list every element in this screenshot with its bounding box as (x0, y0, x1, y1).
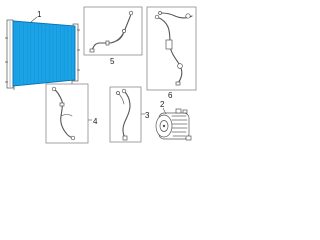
condenser-bottom-pegs (13, 80, 73, 90)
discharge-line-fitting (122, 29, 126, 33)
part-4-frame (45, 83, 89, 144)
suction-line-fitting (158, 11, 162, 15)
discharge-line-fitting (128, 10, 134, 16)
compressor-port (182, 109, 188, 114)
liquid-line-fitting (70, 135, 76, 141)
hose-assembly-pipe (122, 90, 131, 139)
part-5-frame (83, 6, 143, 56)
hose-assembly-fitting (122, 135, 128, 141)
callout-part-4[interactable]: 4 (93, 117, 98, 126)
callout-part-5[interactable]: 5 (110, 57, 115, 66)
liquid-line-pipe (53, 88, 74, 139)
liquid-line-clip (59, 102, 65, 107)
ac-parts-diagram: 1 5 6 4 3 (5, 6, 197, 144)
callout-part-1[interactable]: 1 (37, 10, 42, 19)
suction-line-fitting (154, 14, 160, 20)
callout-part-2[interactable]: 2 (160, 100, 165, 109)
leader-part-2 (162, 107, 167, 115)
discharge-line-clip (105, 40, 110, 46)
liquid-line-fitting (51, 86, 57, 92)
condenser-mount-tab (77, 29, 80, 71)
condenser-fins (15, 22, 72, 85)
hose-assembly-fitting (121, 88, 127, 94)
suction-line-fitting (185, 13, 191, 19)
compressor[interactable] (155, 108, 192, 141)
condenser-mount-tab (5, 37, 8, 83)
part-3-frame (109, 86, 142, 143)
callout-part-3[interactable]: 3 (145, 111, 150, 120)
callout-part-6[interactable]: 6 (168, 91, 173, 100)
compressor-clutch-center (162, 124, 166, 128)
liquid-line-branch (60, 114, 73, 117)
hose-assembly-fitting (116, 91, 120, 95)
condenser-core (12, 20, 76, 87)
compressor-ribs (171, 115, 188, 137)
hose-assembly-pipe (117, 92, 125, 105)
discharge-line[interactable] (89, 10, 134, 53)
suction-line-pipe (156, 16, 183, 84)
part-6-frame (146, 6, 197, 91)
discharge-line-hose (116, 31, 125, 42)
hose-assembly[interactable] (116, 88, 131, 141)
suction-line-muffler (165, 39, 173, 50)
suction-line-fitting (175, 81, 181, 86)
compressor-port (175, 108, 182, 114)
leader-part-1 (30, 16, 38, 23)
discharge-line-pipe (91, 13, 132, 51)
suction-line-fitting (177, 63, 183, 69)
suction-line[interactable] (154, 11, 193, 86)
compressor-mount (185, 135, 192, 141)
liquid-line[interactable] (51, 86, 76, 141)
discharge-line-fitting (89, 48, 95, 53)
condenser[interactable] (5, 19, 80, 90)
